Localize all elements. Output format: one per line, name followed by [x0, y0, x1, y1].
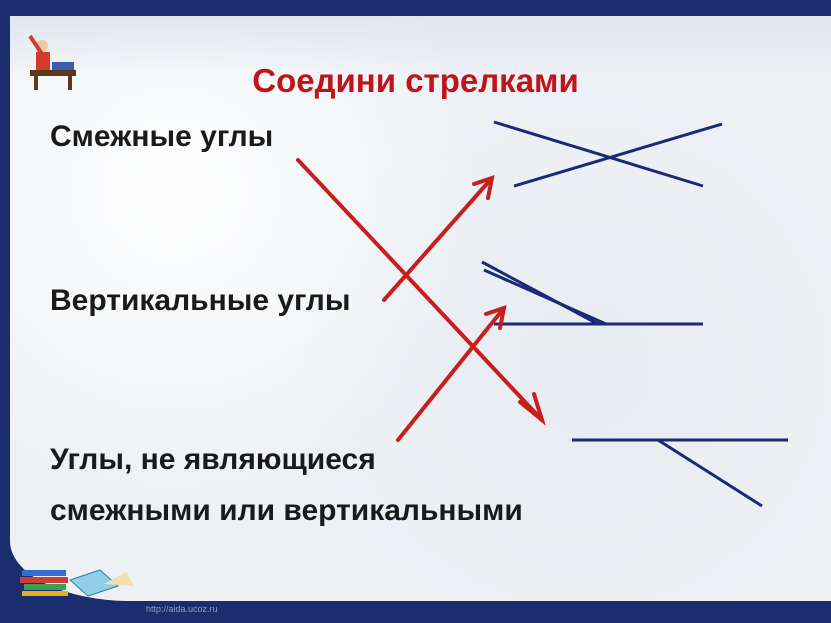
- books-icon: [20, 569, 134, 597]
- slide-title: Соедини стрелками: [252, 62, 579, 99]
- pupil-at-desk-icon: [28, 34, 76, 90]
- figure-other-angles: [572, 438, 788, 508]
- label-adjacent-angles: Смежные углы: [50, 120, 274, 153]
- footer-url: http://aida.ucoz.ru: [146, 604, 218, 614]
- figure-intersecting-lines: [493, 120, 723, 188]
- slide-background: [10, 16, 831, 601]
- arrow-2: [382, 175, 495, 302]
- connection-arrows: [296, 158, 546, 442]
- label-other-angles-line1: Углы, не являющиеся: [50, 443, 376, 476]
- arrow-3: [396, 305, 507, 442]
- label-other-angles-line2: смежными или вертикальными: [50, 494, 523, 527]
- figure-adjacent-angles: [481, 260, 703, 326]
- label-vertical-angles: Вертикальные углы: [50, 284, 351, 317]
- arrow-1: [296, 158, 546, 426]
